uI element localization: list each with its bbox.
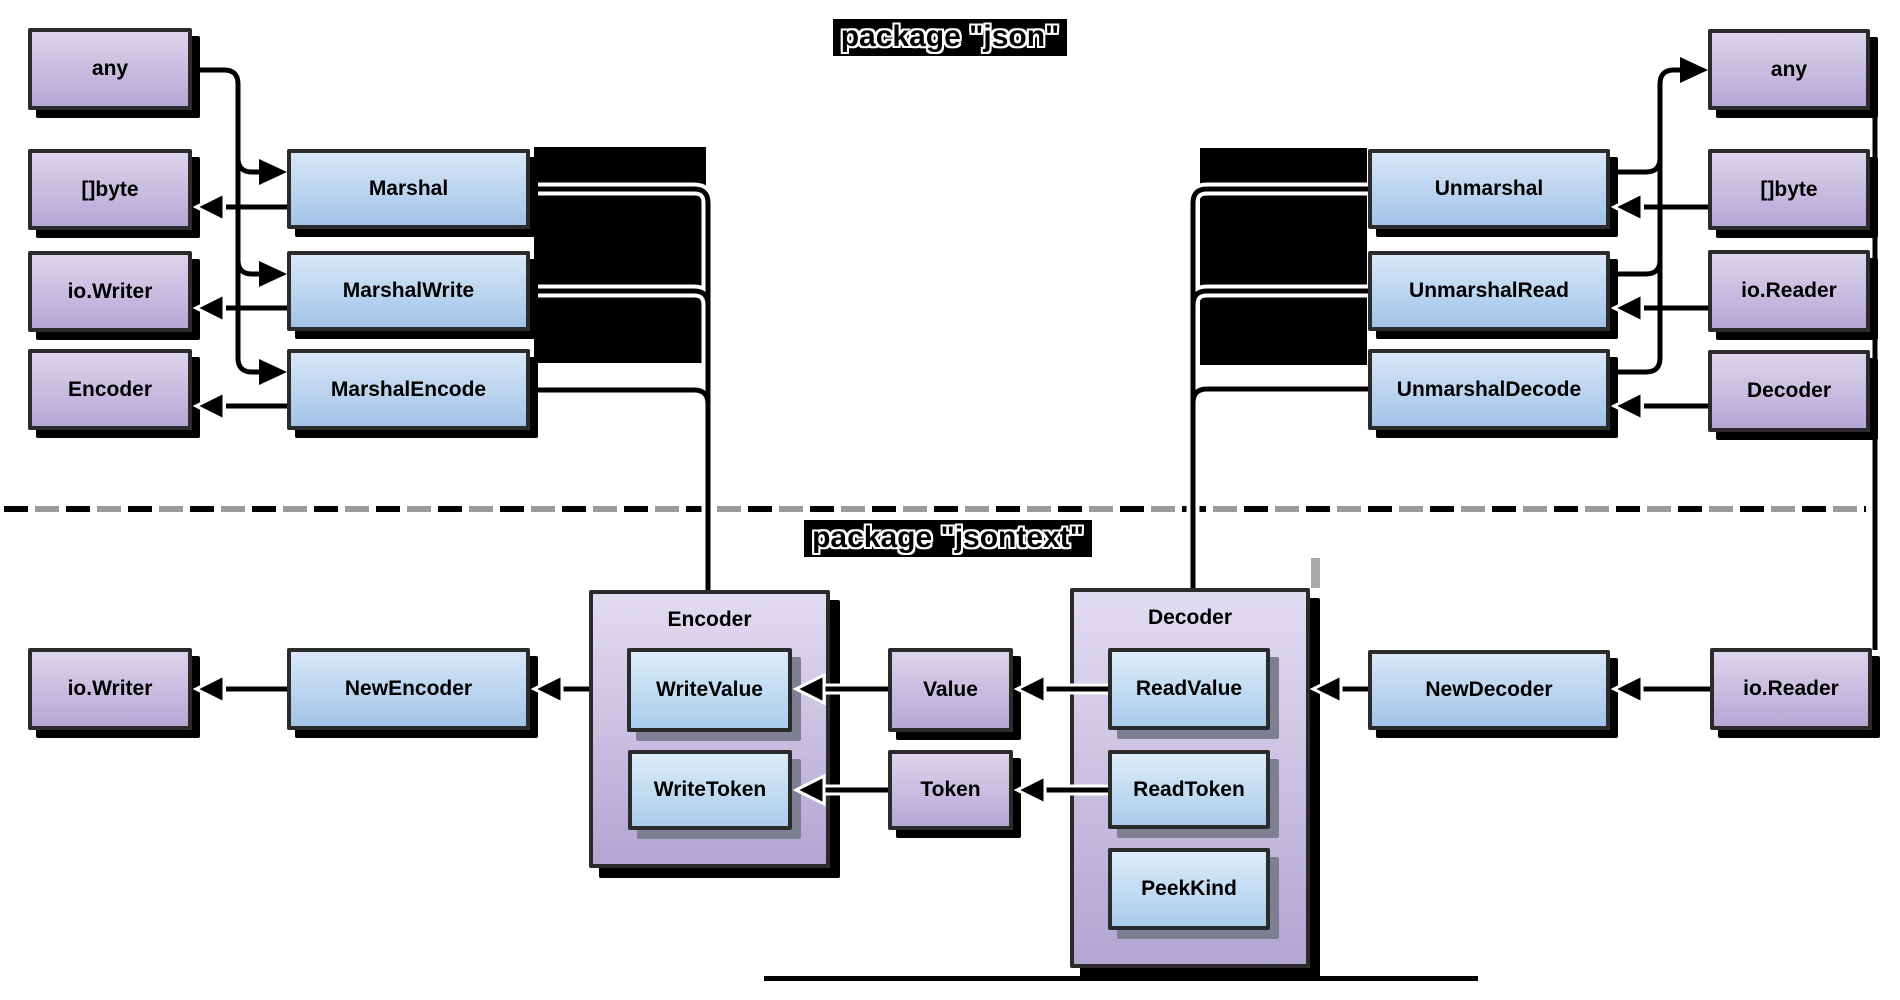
- node-bytes-right: []byte: [1708, 149, 1870, 230]
- node-bytes-left: []byte: [28, 149, 192, 230]
- node-value: Value: [888, 648, 1013, 732]
- node-marshal: Marshal: [287, 149, 530, 229]
- json-package-link[interactable]: package "json": [832, 19, 1068, 56]
- edge-label-block-left: [534, 147, 706, 363]
- node-io-writer-top: io.Writer: [28, 251, 192, 332]
- node-unmarshal: Unmarshal: [1368, 149, 1610, 229]
- node-io-reader-top: io.Reader: [1708, 250, 1870, 332]
- node-io-writer-bottom: io.Writer: [28, 648, 192, 730]
- decoder-container-label: Decoder: [1147, 606, 1233, 629]
- node-new-encoder: NewEncoder: [287, 648, 530, 730]
- json-package-title[interactable]: package "json": [760, 19, 1140, 56]
- decoder-baseline: [764, 976, 1478, 981]
- node-read-token: ReadToken: [1108, 750, 1270, 829]
- node-marshal-encode: MarshalEncode: [287, 349, 530, 430]
- node-write-value: WriteValue: [627, 648, 792, 732]
- node-marshal-write: MarshalWrite: [287, 251, 530, 331]
- node-any-left: any: [28, 28, 192, 110]
- node-io-reader-bottom: io.Reader: [1710, 648, 1872, 730]
- package-divider: [4, 506, 1866, 512]
- edge-label-block-right: [1200, 148, 1367, 365]
- node-unmarshal-decode: UnmarshalDecode: [1368, 349, 1610, 430]
- node-peek-kind: PeekKind: [1108, 848, 1270, 930]
- node-write-token: WriteToken: [628, 750, 792, 830]
- jsontext-package-title[interactable]: package "jsontext": [758, 520, 1138, 557]
- shadow-artifact: [1311, 558, 1320, 588]
- node-read-value: ReadValue: [1108, 648, 1270, 730]
- jsontext-package-link[interactable]: package "jsontext": [804, 520, 1092, 557]
- node-new-decoder: NewDecoder: [1368, 650, 1610, 730]
- node-encoder-arg: Encoder: [28, 349, 192, 430]
- node-unmarshal-read: UnmarshalRead: [1368, 251, 1610, 331]
- node-token: Token: [888, 750, 1013, 830]
- encoder-container-label: Encoder: [667, 608, 752, 631]
- node-any-right: any: [1708, 29, 1870, 110]
- node-decoder-arg: Decoder: [1708, 350, 1870, 432]
